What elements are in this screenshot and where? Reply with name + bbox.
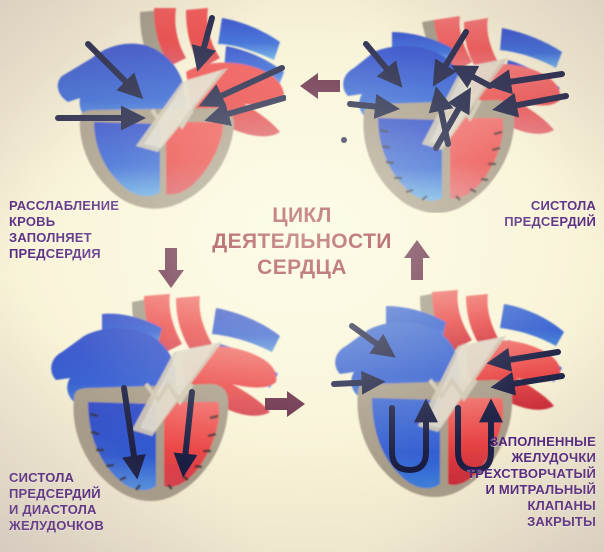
caption-top-right: СИСТОЛА ПРЕДСЕРДИЙ (504, 198, 596, 230)
heart-diagram-top-right (330, 8, 570, 213)
caption-bottom-left-line-3: И ДИАСТОЛА (9, 502, 97, 517)
caption-top-left-line-4: ПРЕДСЕРДИЯ (9, 246, 101, 261)
caption-bottom-right-line-5: КЛАПАНЫ (527, 498, 596, 513)
caption-bottom-right-line-3: ТРЕХСТВОРЧАТЫЙ (467, 466, 596, 481)
caption-bottom-left: СИСТОЛА ПРЕДСЕРДИЙ И ДИАСТОЛА ЖЕЛУДОЧКОВ (9, 470, 104, 534)
caption-top-left-line-1: РАССЛАБЛЕНИЕ (9, 198, 120, 213)
page-title-line-1: ЦИКЛ (272, 204, 332, 227)
caption-bottom-right-line-4: И МИТРАЛЬНЫЙ (485, 482, 596, 497)
page-title-line-2: ДЕЯТЕЛЬНОСТИ (212, 230, 392, 253)
arrow-bottom-right (265, 391, 305, 417)
caption-bottom-right-line-2: ЖЕЛУДОЧКИ (511, 450, 596, 465)
caption-bottom-right-line-1: ЗАПОЛНЕННЫЕ (489, 434, 596, 449)
page-title-line-3: СЕРДЦА (257, 256, 347, 279)
heart-diagram-top-left (36, 6, 286, 211)
caption-top-right-line-2: ПРЕДСЕРДИЙ (504, 214, 596, 229)
caption-top-right-line-1: СИСТОЛА (530, 198, 596, 213)
caption-bottom-right-line-6: ЗАКРЫТЫ (527, 514, 596, 529)
caption-top-left: РАССЛАБЛЕНИЕ КРОВЬ ЗАПОЛНЯЕТ ПРЕДСЕРДИЯ (9, 198, 119, 262)
caption-top-left-line-3: ЗАПОЛНЯЕТ (9, 230, 92, 245)
caption-bottom-left-line-2: ПРЕДСЕРДИЙ (9, 486, 101, 501)
caption-bottom-left-line-4: ЖЕЛУДОЧКОВ (9, 518, 104, 533)
arrow-top-left (300, 73, 340, 99)
caption-top-left-line-2: КРОВЬ (9, 214, 56, 229)
caption-bottom-left-line-1: СИСТОЛА (9, 470, 75, 485)
caption-bottom-right: ЗАПОЛНЕННЫЕ ЖЕЛУДОЧКИ ТРЕХСТВОРЧАТЫЙ И М… (467, 434, 596, 530)
page-title: ЦИКЛ ДЕЯТЕЛЬНОСТИ СЕРДЦА (186, 203, 418, 281)
arrow-left-down (158, 248, 184, 288)
